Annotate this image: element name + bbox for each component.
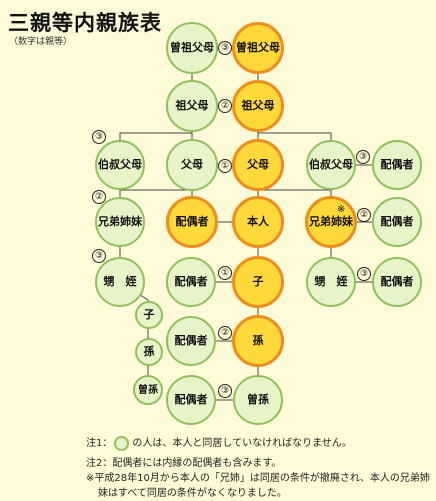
node-sosofubo-left: 曽祖父母: [166, 22, 218, 74]
node-sofubo-right: 祖父母: [232, 80, 284, 132]
node-sofubo-left: 祖父母: [166, 80, 218, 132]
page-subtitle: （数字は親等）: [9, 37, 73, 47]
node-oimei-right-spouse: 配偶者: [372, 257, 422, 307]
degree-oji-left: ③: [92, 130, 106, 144]
degree-kyodai-left: ②: [92, 190, 106, 204]
degree-oji-right: ③: [356, 150, 370, 164]
node-ko-spouse: 配偶者: [166, 257, 216, 307]
node-sosofubo-right: 曽祖父母: [232, 22, 284, 74]
legend-green-circle: [114, 436, 130, 451]
node-himago-left: 曽孫: [133, 375, 163, 405]
node-himago-spouse: 配偶者: [166, 375, 216, 425]
degree-oimei-left: ③: [92, 249, 106, 263]
node-ko: 子: [232, 256, 284, 308]
node-oimei-left: 甥 姪: [95, 257, 145, 307]
note-2: 注2：配偶者には内縁の配偶者も含みます。: [86, 458, 282, 469]
node-mago: 孫: [232, 315, 284, 367]
node-kyodai-right: 兄弟姉妹: [305, 196, 357, 248]
node-honnin: 本人: [232, 196, 284, 248]
page-title: 三親等内親族表: [8, 11, 162, 35]
node-himago: 曽孫: [233, 375, 283, 425]
node-mago-left: 孫: [135, 338, 163, 366]
degree-fubo: ①: [218, 159, 232, 173]
node-oji-right: 伯叔父母: [306, 140, 356, 190]
node-oji-right-spouse: 配偶者: [372, 140, 422, 190]
note-1-suffix: の人は、本人と同居していなければなりません。: [132, 438, 352, 449]
node-oimei-right: 甥 姪: [306, 257, 356, 307]
note-3: ※平成28年10月から本人の「兄姉」は同居の条件が撤廃され、本人の兄弟姉妹はすべ…: [86, 473, 430, 499]
degree-oimei-right: ③: [357, 267, 371, 281]
kyodai-right-mark: ※: [337, 204, 346, 215]
node-kyodai-left: 兄弟姉妹: [95, 197, 145, 247]
note-1-prefix: 注1：: [86, 438, 113, 449]
note-1: 注1： の人は、本人と同居していなければなりません。: [86, 436, 436, 451]
node-oji-left: 伯叔父母: [95, 140, 145, 190]
degree-sosofubo: ③: [218, 41, 232, 55]
node-fubo-left: 父母: [166, 139, 218, 191]
degree-kyodai-right: ②: [357, 208, 371, 222]
node-kyodai-right-spouse: 配偶者: [372, 197, 422, 247]
degree-ko: ①: [218, 266, 232, 280]
node-haigusha-main: 配偶者: [166, 196, 218, 248]
node-ko-left: 子: [135, 301, 163, 329]
node-mago-spouse: 配偶者: [166, 316, 216, 366]
degree-himago: ③: [218, 384, 232, 398]
notes: 注1： の人は、本人と同居していなければなりません。 注2：配偶者には内縁の配偶…: [86, 436, 436, 501]
degree-sofubo: ②: [218, 99, 232, 113]
node-fubo-right: 父母: [232, 139, 284, 191]
degree-mago: ②: [218, 326, 232, 340]
